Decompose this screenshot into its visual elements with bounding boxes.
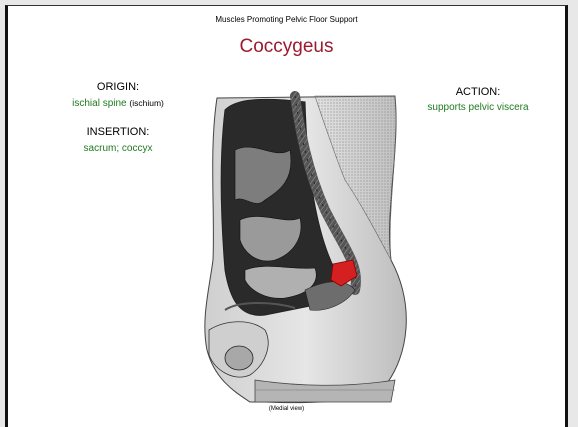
testis <box>225 346 253 370</box>
origin-detail: (ischium) <box>129 98 163 108</box>
slide-subtitle: Muscles Promoting Pelvic Floor Support <box>8 15 565 24</box>
slide-title: Coccygeus <box>8 36 565 58</box>
insertion-value: sacrum; coccyx <box>48 143 188 154</box>
pelvis-sagittal-section-illustration <box>195 90 417 404</box>
insertion-label: INSERTION: <box>48 126 188 138</box>
slide: Muscles Promoting Pelvic Floor Support C… <box>5 5 568 427</box>
origin-label: ORIGIN: <box>68 81 168 93</box>
origin-muscle-site: ischial spine <box>72 98 126 109</box>
pelvis-illustration-svg <box>195 90 417 404</box>
figure-caption: (Medial view) <box>8 406 565 412</box>
action-label: ACTION: <box>418 86 538 98</box>
origin-value: ischial spine (ischium) <box>18 98 218 109</box>
